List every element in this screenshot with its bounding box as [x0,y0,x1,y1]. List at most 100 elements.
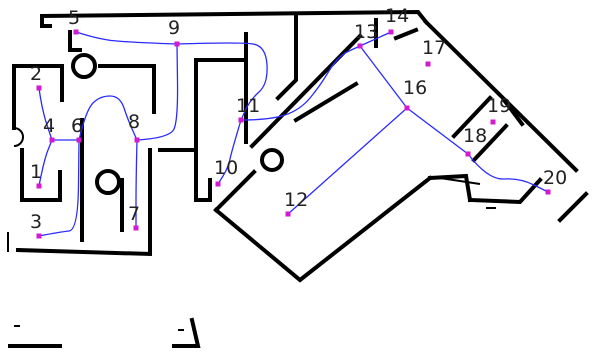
wall-inner-l [249,33,363,149]
path-edge-16-18 [406,107,469,155]
node-marker-11 [238,117,244,123]
node-10: 10 [214,157,238,187]
node-3: 3 [30,211,42,239]
node-18: 18 [463,125,487,157]
fragment-dashes [14,325,184,331]
node-label-6: 6 [71,115,83,137]
node-marker-16 [404,105,410,111]
wall-bottom-left [15,247,153,257]
wall-inner-a [68,30,82,52]
path-edge-9-5 [75,31,178,45]
node-marker-4 [49,137,55,143]
node-label-16: 16 [403,77,427,99]
node-label-19: 19 [487,95,511,117]
fragment-right-dashes [439,177,496,209]
node-5: 5 [68,7,80,35]
node-label-12: 12 [284,189,308,211]
path-edge-6-8 [78,95,138,141]
column-upper [71,53,97,79]
node-marker-20 [545,189,551,195]
node-7: 7 [128,203,140,231]
node-19: 19 [487,95,511,125]
path-edge-13-16 [359,45,408,109]
node-marker-3 [36,233,42,239]
node-2: 2 [30,63,42,91]
node-20: 20 [543,167,567,195]
path-edge-11-13 [240,45,361,121]
wall-fin-b [471,123,509,163]
wall-top-left-stub [40,14,52,28]
column-mid [260,148,284,172]
wall-left-notch [13,127,24,147]
node-12: 12 [284,189,308,217]
floor-plan-walls [7,9,589,348]
path-edge-18-20 [467,153,549,193]
node-4: 4 [43,115,55,143]
node-label-18: 18 [463,125,487,147]
wall-inner-b [98,64,156,114]
wall-room-bottom [213,175,433,283]
path-edge-8-9 [136,43,179,141]
node-label-7: 7 [128,203,140,225]
wall-top [39,9,429,25]
node-label-20: 20 [543,167,567,189]
path-edge-2-4 [38,87,53,141]
node-marker-14 [388,29,394,35]
wall-left-mid [20,148,62,202]
wall-fin-c [501,97,525,127]
node-8: 8 [128,111,140,143]
node-marker-18 [465,151,471,157]
node-13: 13 [354,21,378,49]
wall-room-lower-right [467,177,543,205]
wall-right-stub-b [393,27,419,41]
wall-room-left [213,169,257,213]
node-marker-6 [76,137,82,143]
node-6: 6 [71,115,83,143]
node-marker-9 [174,41,180,47]
node-label-4: 4 [43,115,55,137]
node-label-2: 2 [30,63,42,85]
node-label-17: 17 [422,37,446,59]
wall-right-tip [557,191,589,223]
wall-fin-a [451,95,493,139]
path-edge-13-14 [359,31,392,47]
path-edge-9-11 [176,42,268,121]
node-14: 14 [385,5,409,35]
node-marker-5 [73,29,79,35]
node-label-8: 8 [128,111,140,133]
node-17: 17 [422,37,446,67]
node-marker-1 [36,183,42,189]
node-marker-2 [36,85,42,91]
wall-left-upper [12,64,64,102]
wall-inner-k [275,14,298,101]
wall-inner-m [293,81,359,123]
node-marker-17 [425,61,431,67]
column-lower [95,169,121,195]
path-edge-16-12 [287,107,408,215]
node-marker-13 [357,43,363,49]
node-marker-7 [133,225,139,231]
node-label-3: 3 [30,211,42,233]
node-label-9: 9 [168,17,180,39]
path-edge-11-10 [217,119,242,185]
node-label-14: 14 [385,5,409,27]
node-label-10: 10 [214,157,238,179]
wall-inner-h [158,148,212,202]
path-edge-3-6 [38,139,80,237]
node-16: 16 [403,77,427,111]
fragment-bottom-mid [172,317,201,348]
path-edge-1-4 [38,139,53,187]
path-edge-8-7 [135,139,138,228]
node-marker-8 [134,137,140,143]
node-label-1: 1 [30,161,42,183]
node-9: 9 [168,17,180,47]
path-edges [38,31,549,237]
node-marker-10 [215,181,221,187]
node-label-5: 5 [68,7,80,29]
wall-right-diagonal [423,19,579,173]
node-label-13: 13 [354,21,378,43]
node-label-11: 11 [236,95,260,117]
